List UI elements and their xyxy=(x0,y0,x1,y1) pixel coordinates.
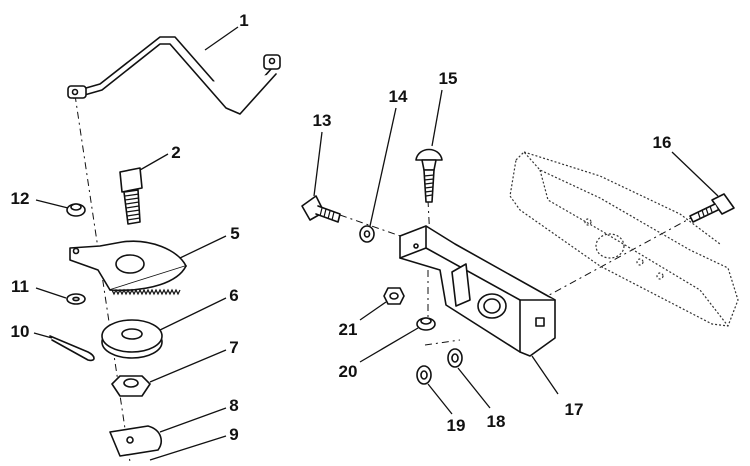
shift-rod-part xyxy=(67,36,281,115)
carriage-bolt-part-15 xyxy=(415,148,443,203)
callout-11: 11 xyxy=(11,277,29,296)
lock-nut-part-20 xyxy=(416,317,436,331)
lock-nut-part-19 xyxy=(416,365,432,385)
callout-16: 16 xyxy=(653,133,672,152)
callout-5: 5 xyxy=(230,224,239,243)
callout-2: 2 xyxy=(171,143,180,162)
frame-outline xyxy=(509,151,739,327)
bolt16-axis xyxy=(539,212,701,301)
callout-15: 15 xyxy=(439,69,458,88)
bolt-part-13 xyxy=(301,195,341,223)
callout-17: 17 xyxy=(565,400,584,419)
bolt-part-16 xyxy=(689,193,735,223)
nut19-axis xyxy=(424,339,461,346)
callout-20: 20 xyxy=(339,362,358,381)
washer-part-11 xyxy=(66,293,86,305)
leader-lines xyxy=(33,26,719,461)
nut-part-21 xyxy=(383,287,405,305)
left-assembly-axis xyxy=(74,94,131,463)
washer-part-14 xyxy=(359,225,375,243)
sector-gear-part-5 xyxy=(69,240,187,296)
callout-21: 21 xyxy=(339,320,358,339)
clip-part-8 xyxy=(109,425,162,457)
callout-1: 1 xyxy=(239,11,248,30)
bracket-part-17 xyxy=(399,225,556,357)
callout-13: 13 xyxy=(313,111,332,130)
bolt13-axis xyxy=(339,214,456,256)
callout-9: 9 xyxy=(229,425,238,444)
bolt-part-2 xyxy=(119,167,143,225)
cotter-pin-part-10 xyxy=(49,335,95,362)
bolt15-axis xyxy=(427,199,431,241)
nut-part-7 xyxy=(111,375,151,397)
callout-12: 12 xyxy=(11,189,30,208)
callout-10: 10 xyxy=(11,322,30,341)
callout-8: 8 xyxy=(229,396,238,415)
callout-18: 18 xyxy=(487,412,506,431)
spacer-part-6 xyxy=(101,319,163,359)
callout-19: 19 xyxy=(447,416,466,435)
callout-14: 14 xyxy=(389,87,408,106)
callout-7: 7 xyxy=(229,338,238,357)
callout-6: 6 xyxy=(229,286,238,305)
nut-part-18 xyxy=(447,348,463,368)
lock-nut-part-12 xyxy=(66,203,86,217)
